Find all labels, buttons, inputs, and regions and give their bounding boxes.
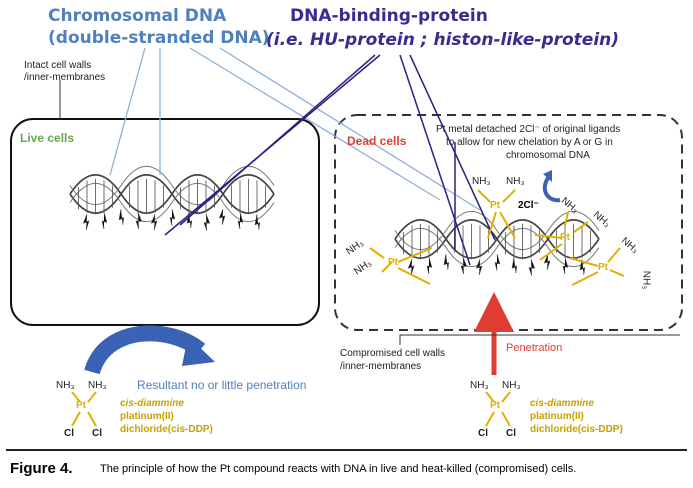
compromised-walls-label: Compromised cell walls [340,348,446,359]
pt-bonds-dead [369,189,625,286]
dead-nh3-h: NH₃ [640,270,652,290]
left-cis-line3: dichloride(cis-DDP) [120,424,213,435]
dead-nh3-a: NH₃ [472,176,491,187]
penetration-label: Penetration [506,342,563,354]
protein-pointer-lines [164,54,496,266]
dna-helix-live [69,165,275,232]
pt-detached-line3: chromosomal DNA [506,150,590,161]
compromised-leader [399,334,680,345]
protein-title: DNA-binding-protein [290,6,488,26]
right-cis-line3: dichloride(cis-DDP) [530,424,623,435]
pt-bonds-right [485,391,511,427]
curved-arrow-head [182,336,215,366]
dna-helix-dead [394,210,600,277]
left-cis-line1: cis-diammine [120,398,184,409]
dead-cells-label: Dead cells [347,134,407,148]
right-pt: Pt [490,400,500,411]
compromised-membranes-label: /inner-membranes [340,361,422,372]
left-pt: Pt [76,400,86,411]
live-cell-box [10,118,320,326]
two-cl-label: 2Cl⁻ [518,200,539,211]
cycle-arrow-icon [542,176,561,203]
dead-pt-a: Pt [490,200,500,211]
figure-number: Figure 4. [10,460,73,477]
dead-nh3-b: NH₃ [506,176,525,187]
right-nh3-b: NH₃ [502,380,521,391]
dead-pt-c: Pt [560,232,570,243]
protein-subtitle: (i.e. HU-protein ; histon-like-protein) [266,30,620,50]
left-cl-b: Cl [92,428,102,439]
left-cl-a: Cl [64,428,74,439]
right-cis-line1: cis-diammine [530,398,594,409]
pt-detached-line2: to allow for new chelation by A or G in [446,137,613,148]
right-nh3-a: NH₃ [470,380,489,391]
caption-rule [6,449,687,451]
right-cis-line2: platinum(II) [530,411,584,422]
live-cells-label: Live cells [20,131,75,145]
right-cl-a: Cl [478,428,488,439]
curved-arrow-icon [84,325,206,375]
right-cl-b: Cl [506,428,516,439]
left-nh3-b: NH₃ [88,380,107,391]
dead-pt-d: Pt [598,262,608,273]
chromosomal-dna-subtitle: (double-stranded DNA) [48,28,270,48]
pt-detached-line1: Pt metal detached 2Cl⁻ of original ligan… [436,124,621,135]
left-cis-line2: platinum(II) [120,411,174,422]
dna-pointer-lines [109,47,481,211]
intact-walls-label: Intact cell walls [24,60,92,71]
left-nh3-a: NH₃ [56,380,75,391]
chromosomal-dna-title: Chromosomal DNA [48,6,227,26]
pt-bonds-left [71,391,97,427]
figure-caption: The principle of how the Pt compound rea… [100,463,577,475]
intact-membranes-label: /inner-membranes [24,72,106,83]
resultant-label: Resultant no or little penetration [137,378,307,392]
dead-pt-b: Pt [388,257,398,268]
